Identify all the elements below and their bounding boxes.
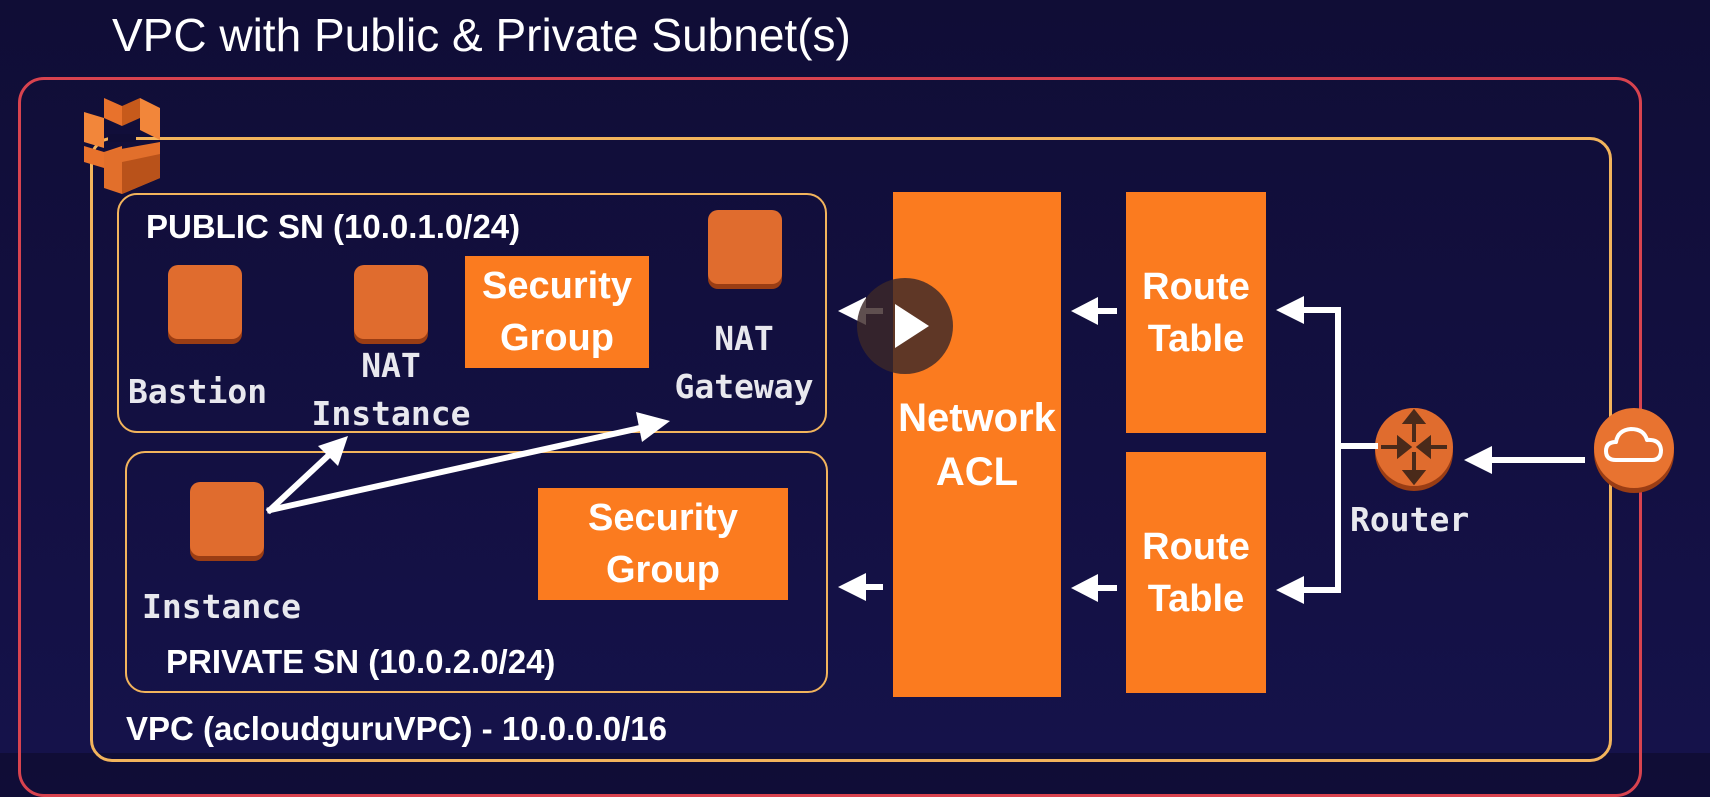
play-icon bbox=[895, 304, 929, 348]
route-table-label-line1: Route bbox=[1142, 525, 1250, 568]
public-security-group: Security Group bbox=[465, 256, 649, 368]
private-subnet-label: PRIVATE SN (10.0.2.0/24) bbox=[166, 643, 556, 680]
nat-gateway-label-line2: Gateway bbox=[674, 367, 814, 406]
nat-gateway-icon bbox=[708, 210, 782, 284]
sg-label-line2: Group bbox=[500, 317, 614, 359]
public-subnet-label: PUBLIC SN (10.0.1.0/24) bbox=[146, 208, 521, 245]
route-table-label-line2: Table bbox=[1147, 577, 1245, 620]
nat-instance-label-line1: NAT bbox=[361, 346, 421, 385]
nat-gateway-label-line1: NAT bbox=[714, 319, 774, 358]
route-table-public: Route Table bbox=[1126, 192, 1266, 433]
router-icon bbox=[1375, 408, 1453, 486]
bastion-label: Bastion bbox=[128, 372, 268, 411]
network-acl: Network ACL bbox=[893, 192, 1061, 697]
sg-label-line1: Security bbox=[482, 265, 632, 307]
ec2-instance-icon bbox=[190, 482, 264, 556]
ec2-instance-icon bbox=[168, 265, 242, 339]
internet-gateway-cloud-icon bbox=[1594, 408, 1674, 488]
nat-instance-label: NAT Instance bbox=[305, 342, 477, 438]
sg-label-line1: Security bbox=[588, 497, 738, 539]
nat-gateway-label: NAT Gateway bbox=[664, 315, 824, 411]
arrows-layer bbox=[0, 0, 1710, 753]
public-subnet bbox=[117, 193, 827, 433]
route-table-label-line2: Table bbox=[1147, 317, 1245, 360]
router-label: Router bbox=[1350, 500, 1470, 539]
route-table-label-line1: Route bbox=[1142, 265, 1250, 308]
vpc-label: VPC (acloudguruVPC) - 10.0.0.0/16 bbox=[126, 710, 667, 747]
sg-label-line2: Group bbox=[606, 549, 720, 591]
page-title: VPC with Public & Private Subnet(s) bbox=[112, 9, 851, 61]
route-table-private: Route Table bbox=[1126, 452, 1266, 693]
aws-vpc-icon bbox=[82, 98, 162, 199]
arrow-head bbox=[1464, 446, 1492, 474]
ec2-instance-icon bbox=[354, 265, 428, 339]
instance-label: Instance bbox=[142, 587, 301, 626]
private-subnet bbox=[125, 451, 828, 693]
acl-label-line1: Network bbox=[898, 395, 1056, 440]
private-security-group: Security Group bbox=[538, 488, 788, 600]
acl-label-line2: ACL bbox=[935, 449, 1019, 494]
play-button[interactable] bbox=[857, 278, 953, 374]
nat-instance-label-line2: Instance bbox=[311, 394, 471, 433]
